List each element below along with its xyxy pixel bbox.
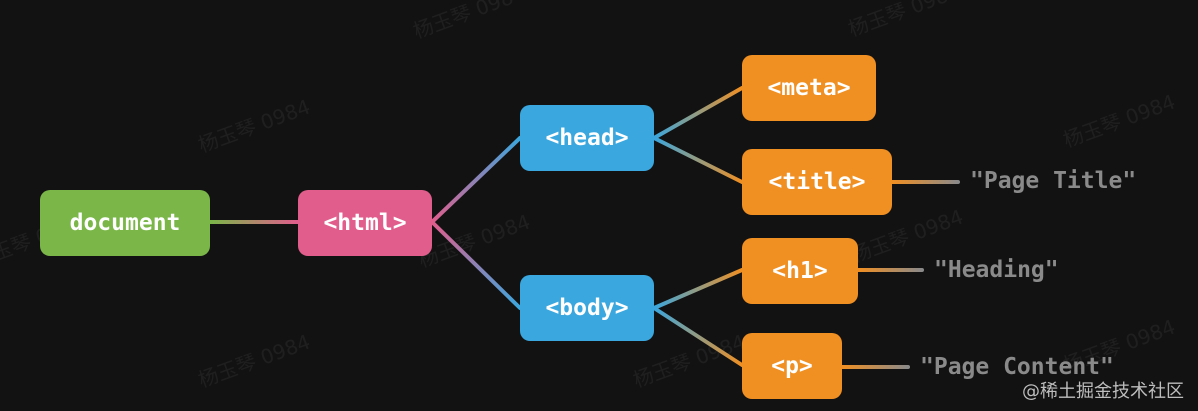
edge-body-h1 [652,268,744,310]
text-node-heading: "Heading" [934,257,1059,283]
node-head: <head> [520,105,654,171]
edge-body-p [652,306,744,367]
node-h1: <h1> [742,238,858,304]
text-node-title: "Page Title" [970,168,1137,194]
edge-html-head [430,136,522,224]
node-title: <title> [742,149,892,215]
edge-head-title [652,136,744,184]
node-meta: <meta> [742,55,876,121]
edge-html-body [430,220,522,310]
node-body: <body> [520,275,654,341]
text-node-content: "Page Content" [920,354,1114,380]
credit-label: @稀土掘金技术社区 [1022,381,1184,402]
node-document: document [40,190,210,256]
node-p: <p> [742,333,842,399]
node-html: <html> [298,190,432,256]
edge-head-meta [652,86,744,140]
